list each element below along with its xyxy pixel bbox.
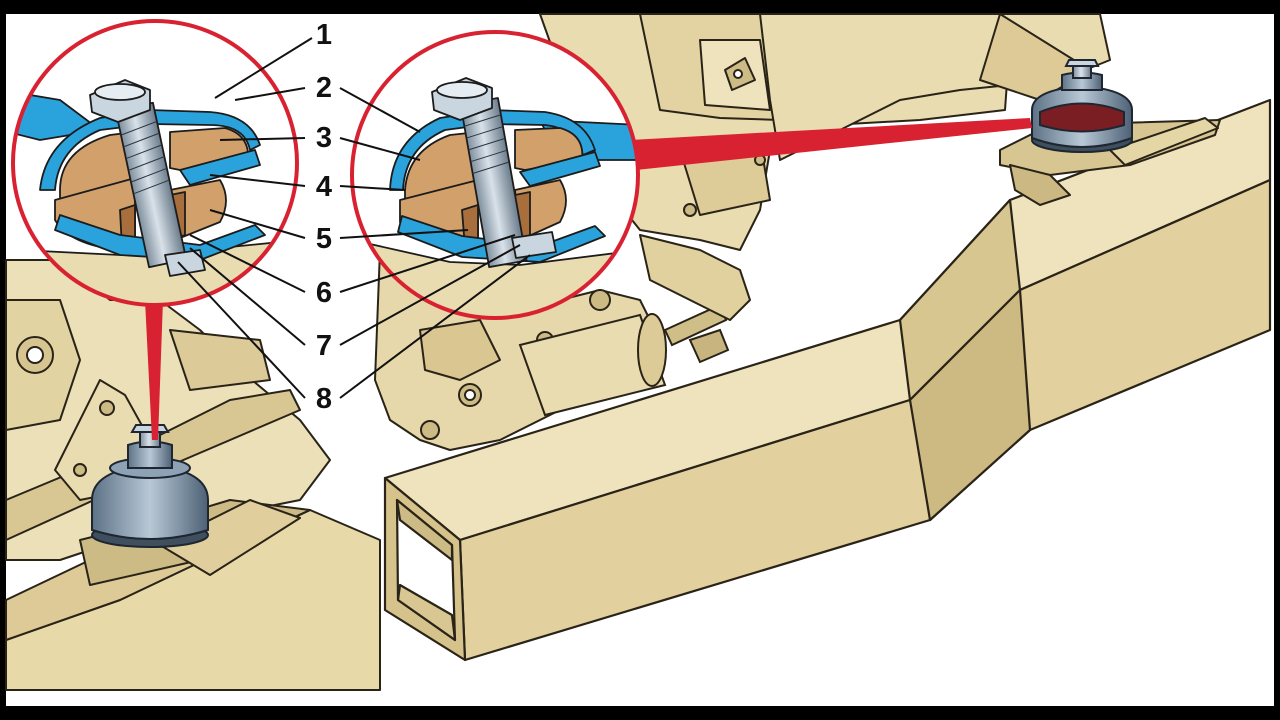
leader-line-2b [339,87,421,133]
leader-line-6b [339,234,516,293]
callout-4: 4 [316,171,332,203]
callout-8: 8 [316,383,332,415]
leader-lines [177,37,531,399]
right-rubber-mount [1031,59,1133,153]
leader-line-3b [339,137,421,161]
right-magnified-section [350,30,640,320]
leader-line-7b [339,244,521,346]
left-magnifier-pointer [145,300,163,440]
leader-line-5 [209,209,306,239]
callout-6: 6 [316,277,332,309]
callout-3: 3 [316,122,332,154]
callout-1: 1 [316,19,332,51]
leader-line-8 [177,261,306,399]
right-magnifier-pointer [630,118,1032,170]
bolt-nut-lower [164,249,206,277]
leader-line-5b [339,229,469,239]
leader-line-7 [189,247,306,346]
leader-line-8b [339,254,531,399]
callout-numbers: 1 2 3 4 5 6 7 8 [316,19,332,415]
left-rubber-mount [91,424,209,548]
front-cross-member [383,98,1272,662]
leader-line-4b [339,185,406,191]
leader-line-6 [189,234,306,293]
leader-line-4 [209,174,306,187]
left-magnifier-ring [11,19,299,307]
callout-5: 5 [316,223,332,255]
right-magnifier-ring [350,30,640,320]
magnifier-pointers [145,118,1032,440]
leader-line-2 [234,87,306,101]
starter-motor [518,287,730,417]
leader-line-1 [214,37,313,99]
gearbox-bracket [639,234,751,321]
leader-line-3 [219,137,306,141]
callout-7: 7 [316,330,332,362]
callout-2: 2 [316,72,332,104]
